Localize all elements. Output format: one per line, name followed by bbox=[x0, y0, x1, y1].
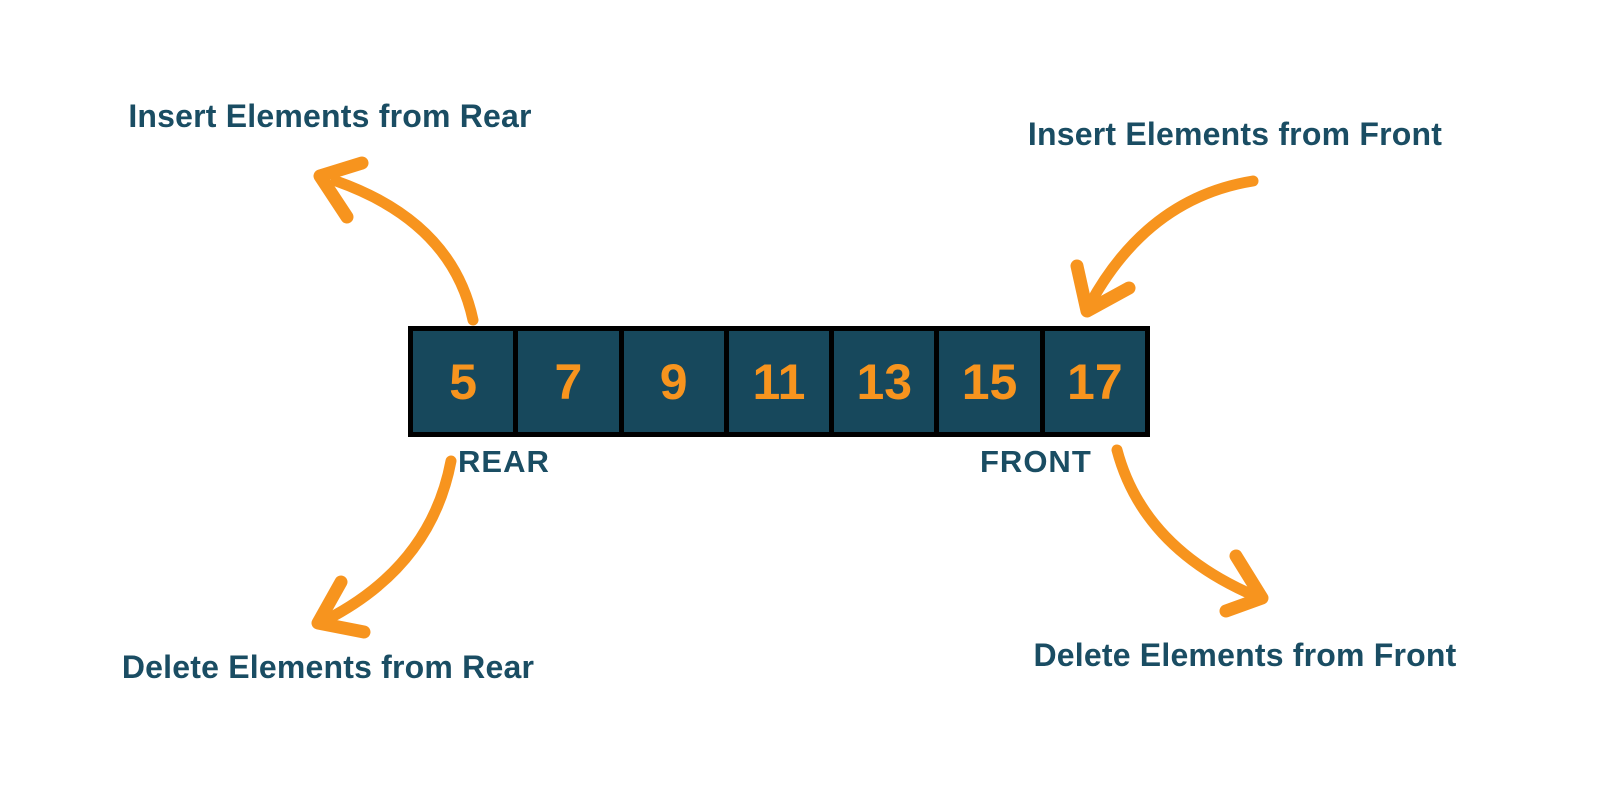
delete-rear-caption: Delete Elements from Rear bbox=[121, 649, 535, 685]
front-label: FRONT bbox=[980, 444, 1092, 479]
delete-front-caption: Delete Elements from Front bbox=[1033, 637, 1457, 673]
deque-cell-1: 7 bbox=[518, 331, 619, 432]
delete-rear-arrow-icon bbox=[311, 455, 457, 639]
deque-cell-0: 5 bbox=[413, 331, 514, 432]
insert-rear-caption: Insert Elements from Rear bbox=[128, 98, 532, 134]
deque-cell-4: 13 bbox=[834, 331, 935, 432]
delete-front-arrow-icon bbox=[1111, 444, 1269, 618]
deque-cell-2: 9 bbox=[623, 331, 724, 432]
deque-array: 5 7 9 11 13 15 17 bbox=[408, 326, 1150, 437]
rear-label: REAR bbox=[458, 444, 550, 479]
deque-cell-5: 15 bbox=[939, 331, 1040, 432]
insert-front-caption: Insert Elements from Front bbox=[1027, 116, 1443, 152]
insert-front-arrow-icon bbox=[1070, 175, 1259, 318]
deque-cell-6: 17 bbox=[1044, 331, 1145, 432]
insert-rear-arrow-icon bbox=[313, 156, 479, 326]
deque-cell-3: 11 bbox=[728, 331, 830, 432]
